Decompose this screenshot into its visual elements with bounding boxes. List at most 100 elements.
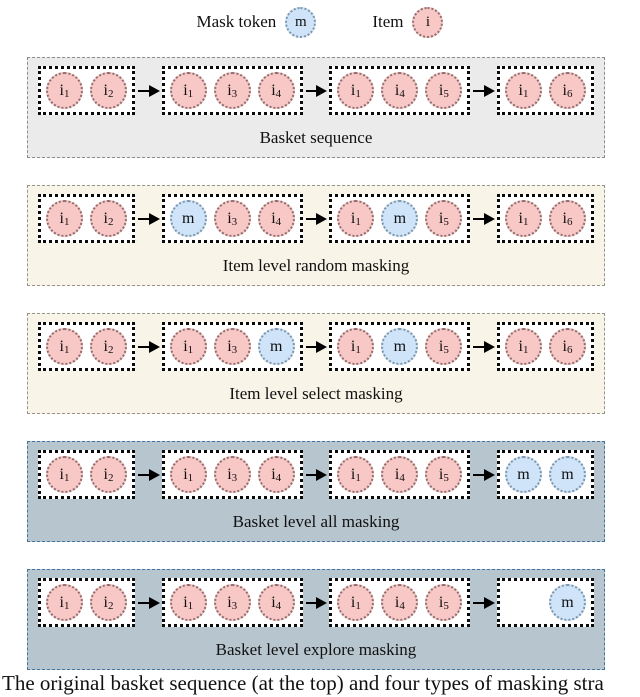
arrow-icon	[138, 212, 160, 225]
item-circle: i	[412, 6, 444, 38]
arrow-icon	[305, 340, 327, 353]
arrow-icon	[305, 468, 327, 481]
arrow-icon	[138, 340, 160, 353]
legend-mask-label: Mask token	[196, 12, 277, 31]
panel-label: Basket sequence	[259, 128, 373, 147]
figure-caption: The original basket sequence (at the top…	[2, 671, 604, 695]
legend-item-label: Item	[372, 12, 404, 31]
mask-token-circle: m	[505, 456, 543, 493]
arrow-icon	[473, 340, 495, 353]
arrow-icon	[138, 468, 160, 481]
mask-token-symbol: m	[294, 13, 307, 30]
arrow-icon	[473, 212, 495, 225]
arrow-icon	[305, 596, 327, 609]
arrow-icon	[138, 84, 160, 97]
arrow-icon	[473, 84, 495, 97]
mask-token-circle: m	[549, 456, 587, 493]
mask-token-circle: m	[549, 584, 587, 621]
legend-mask-group: Mask token m	[196, 6, 317, 38]
arrow-icon	[473, 596, 495, 609]
mask-token-circle: m	[285, 6, 317, 38]
legend: Mask token m Item i	[0, 0, 640, 40]
item-symbol: i	[425, 13, 431, 30]
arrow-icon	[138, 596, 160, 609]
mask-token-circle: m	[169, 200, 207, 237]
arrow-icon	[305, 212, 327, 225]
panel-label: Basket level all masking	[232, 512, 400, 531]
mask-token-circle: m	[381, 328, 419, 365]
arrow-icon	[473, 468, 495, 481]
panel-label: Item level random masking	[222, 256, 410, 275]
mask-token-circle: m	[381, 200, 419, 237]
panel-label: Item level select masking	[229, 384, 403, 403]
basket: m	[497, 578, 595, 627]
mask-token-circle: m	[257, 328, 295, 365]
arrow-icon	[305, 84, 327, 97]
